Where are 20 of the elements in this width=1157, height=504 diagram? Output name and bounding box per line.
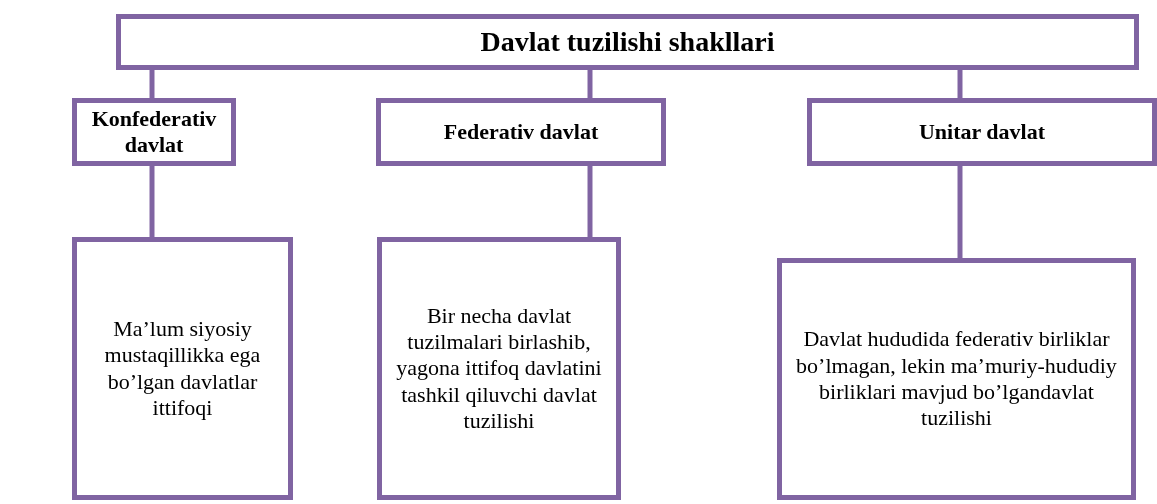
heading-text: Federativ davlat	[442, 118, 600, 146]
heading-box	[807, 98, 1157, 166]
connector-line	[149, 166, 155, 237]
connector-line	[957, 166, 963, 258]
connector-line	[957, 70, 963, 98]
heading-box	[116, 14, 1139, 70]
heading-text: Unitar davlat	[917, 118, 1047, 146]
heading-box	[72, 98, 236, 166]
heading-text: Konfederativ davlat	[90, 105, 218, 159]
connector-line	[587, 70, 593, 98]
description-text: Davlat hududida federativ birliklar bo’lmagan, lekin ma’muriy-hududiy birliklari mavjud bo’lgandavlat tuzilishi	[795, 326, 1118, 432]
description-box	[377, 237, 621, 500]
description-text: Ma’lum siyosiy mustaqillikka ega bo’lgan davlatlar ittifoqi	[103, 315, 262, 422]
description-text: Bir necha davlat tuzilmalari birlashib, yagona ittifoq davlatini tashkil qiluvchi davlat tuzilishi	[395, 302, 603, 435]
connector-line	[587, 166, 593, 237]
connector-line	[149, 70, 155, 98]
heading-text: Davlat tuzilishi shakllari	[479, 25, 776, 59]
description-box	[777, 258, 1136, 500]
heading-box	[376, 98, 666, 166]
description-box	[72, 237, 293, 500]
